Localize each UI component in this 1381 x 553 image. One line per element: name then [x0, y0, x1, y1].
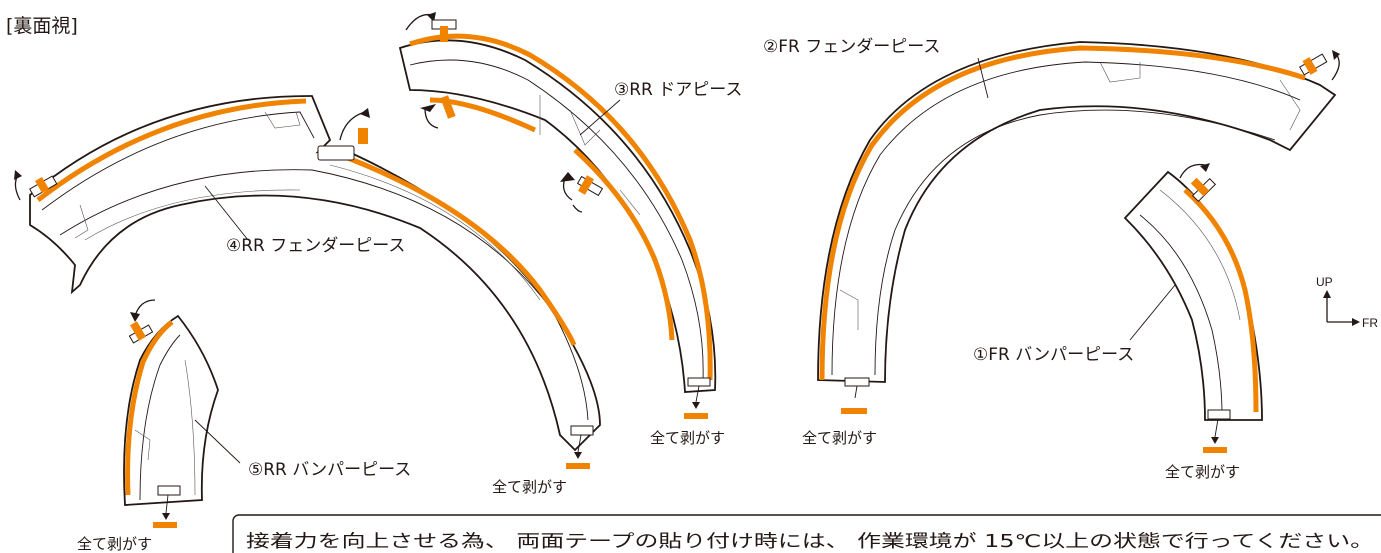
peel-all-label-rr-fender: 全て剥がす [492, 478, 567, 496]
rr-bumper-piece [123, 314, 219, 506]
label-rr-door-piece: ③RR ドアピース [614, 80, 742, 100]
temperature-note: 接着力を向上させる為、 両面テープの貼り付け時には、 作業環境が 15℃以上の状… [232, 514, 1381, 553]
peel-all-label-rr-bumper: 全て剥がす [77, 535, 152, 553]
rr-door-piece [398, 33, 717, 393]
peel-all-label-fr-bumper: 全て剥がす [1165, 463, 1240, 481]
temperature-note-text: 接着力を向上させる為、 両面テープの貼り付け時には、 作業環境が 15℃以上の状… [246, 532, 1374, 552]
peel-all-markers [153, 385, 1227, 528]
direction-up-label: UP [1316, 275, 1333, 289]
fr-fender-piece [817, 41, 1337, 387]
label-rr-fender-piece: ④RR フェンダーピース [226, 236, 405, 256]
label-fr-bumper-piece: ①FR バンパーピース [973, 345, 1134, 365]
label-fr-fender-piece: ②FR フェンダーピース [763, 37, 940, 57]
view-label: [裏面視] [6, 15, 78, 37]
fr-bumper-piece [1123, 170, 1263, 421]
peel-tab-markers [14, 12, 1340, 344]
label-rr-bumper-piece: ⑤RR バンパーピース [248, 460, 411, 480]
peel-all-label-rr-door: 全て剥がす [650, 429, 725, 447]
rr-fender-piece [29, 95, 601, 452]
label-leaders [194, 57, 1176, 464]
direction-indicator: UP FR [1316, 275, 1378, 330]
peel-all-label-fr-fender: 全て剥がす [802, 429, 877, 447]
direction-fr-label: FR [1362, 316, 1378, 330]
